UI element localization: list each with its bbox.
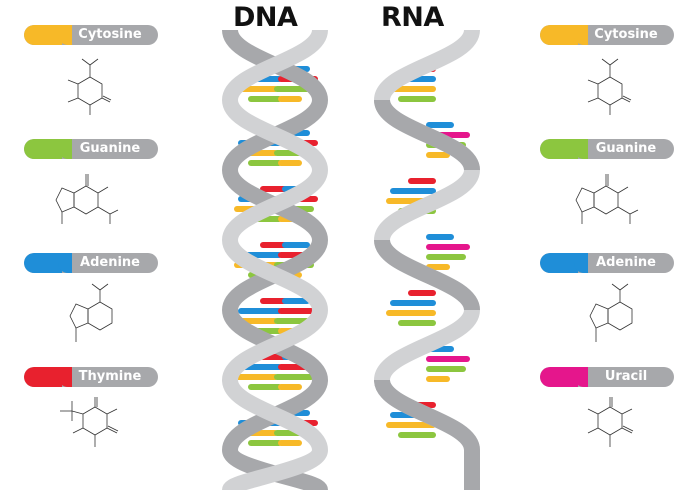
guanine-structure-right xyxy=(575,174,639,224)
adenine-structure-right xyxy=(589,283,633,342)
color-swatch xyxy=(540,139,596,159)
base-label: Thymine xyxy=(78,369,142,384)
base-label: Guanine xyxy=(595,141,657,156)
thymine-structure-left xyxy=(60,397,119,447)
legend-pill-guanine-right: Guanine xyxy=(540,139,674,159)
base-label: Adenine xyxy=(80,255,140,270)
color-swatch xyxy=(540,25,596,45)
legend-pill-guanine-left: Guanine xyxy=(24,139,158,159)
dna-double-helix xyxy=(221,30,329,490)
legend-pill-adenine-right: Adenine xyxy=(540,253,674,273)
legend-pill-cytosine-right: Cytosine xyxy=(540,25,674,45)
color-swatch xyxy=(540,367,596,387)
base-label: Adenine xyxy=(596,255,656,270)
base-label: Cytosine xyxy=(78,27,142,42)
legend-pill-uracil-right: Uracil xyxy=(540,367,674,387)
guanine-structure-left xyxy=(55,174,119,224)
cytosine-structure-left xyxy=(67,58,112,115)
dna-title: DNA xyxy=(233,2,298,33)
base-label: Guanine xyxy=(79,141,141,156)
cytosine-structure-right xyxy=(587,58,632,115)
legend-pill-thymine-left: Thymine xyxy=(24,367,158,387)
color-swatch xyxy=(540,253,596,273)
color-swatch xyxy=(24,367,80,387)
rna-title: RNA xyxy=(381,2,444,33)
legend-pill-adenine-left: Adenine xyxy=(24,253,158,273)
rna-single-helix xyxy=(373,30,481,490)
color-swatch xyxy=(24,253,80,273)
uracil-structure-right xyxy=(587,397,634,447)
base-label: Cytosine xyxy=(594,27,658,42)
adenine-structure-left xyxy=(69,283,113,342)
color-swatch xyxy=(24,25,80,45)
color-swatch xyxy=(24,139,80,159)
base-label: Uracil xyxy=(604,369,648,384)
legend-pill-cytosine-left: Cytosine xyxy=(24,25,158,45)
